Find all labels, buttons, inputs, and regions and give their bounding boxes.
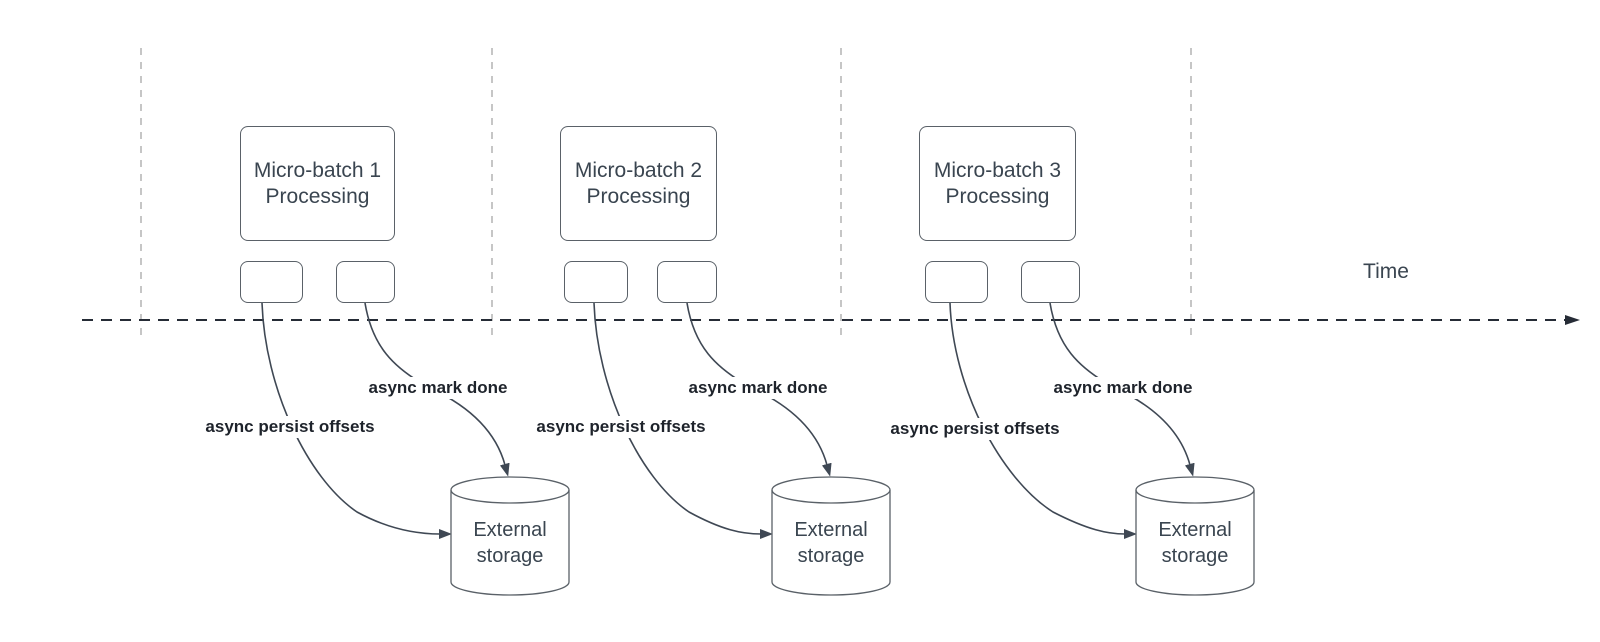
persist-offsets-arrow-2 <box>593 302 773 539</box>
micro-batch-1-label: Micro-batch 1 Processing <box>253 158 382 208</box>
time-axis-label: Time <box>1363 260 1409 283</box>
offset-task-box-3 <box>925 261 988 303</box>
mark-done-label-1: async mark done <box>365 377 511 399</box>
micro-batch-2-box: Micro-batch 2 Processing <box>560 126 717 241</box>
mark-done-label-3: async mark done <box>1050 377 1196 399</box>
persist-offsets-label-2: async persist offsets <box>533 416 709 438</box>
storage-cylinder-3 <box>1135 476 1255 596</box>
storage-cylinder-1-rim <box>450 489 570 504</box>
persist-offsets-arrow-3 <box>949 302 1137 539</box>
micro-batch-2-label: Micro-batch 2 Processing <box>574 158 703 208</box>
storage-cylinder-3-rim <box>1135 489 1255 504</box>
persist-offsets-label-1: async persist offsets <box>202 416 378 438</box>
persist-offsets-label-3: async persist offsets <box>887 418 1063 440</box>
offset-task-box-1 <box>240 261 303 303</box>
done-task-box-1 <box>336 261 395 303</box>
persist-offsets-arrow-1 <box>261 302 452 539</box>
micro-batch-3-label: Micro-batch 3 Processing <box>933 158 1062 208</box>
external-storage-label-1: External storage <box>473 519 547 567</box>
micro-batch-3-box: Micro-batch 3 Processing <box>919 126 1076 241</box>
external-storage-label-2: External storage <box>794 519 868 567</box>
offset-task-box-2 <box>564 261 628 303</box>
done-task-box-2 <box>657 261 717 303</box>
storage-cylinder-2 <box>771 476 891 596</box>
micro-batch-1-box: Micro-batch 1 Processing <box>240 126 395 241</box>
storage-cylinder-2-rim <box>771 489 891 504</box>
storage-cylinder-1 <box>450 476 570 596</box>
mark-done-label-2: async mark done <box>685 377 831 399</box>
external-storage-label-3: External storage <box>1158 519 1232 567</box>
done-task-box-3 <box>1021 261 1080 303</box>
